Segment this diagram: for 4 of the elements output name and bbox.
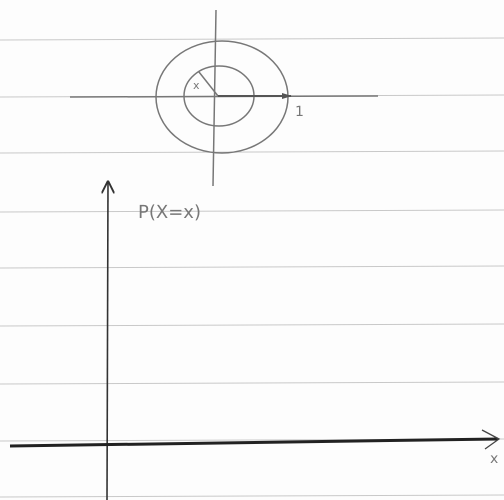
radius-label: x (193, 80, 200, 91)
y-axis-label: P(X=x) (138, 204, 201, 222)
unit-label: 1 (295, 105, 304, 119)
x-axis-label: x (490, 452, 498, 466)
